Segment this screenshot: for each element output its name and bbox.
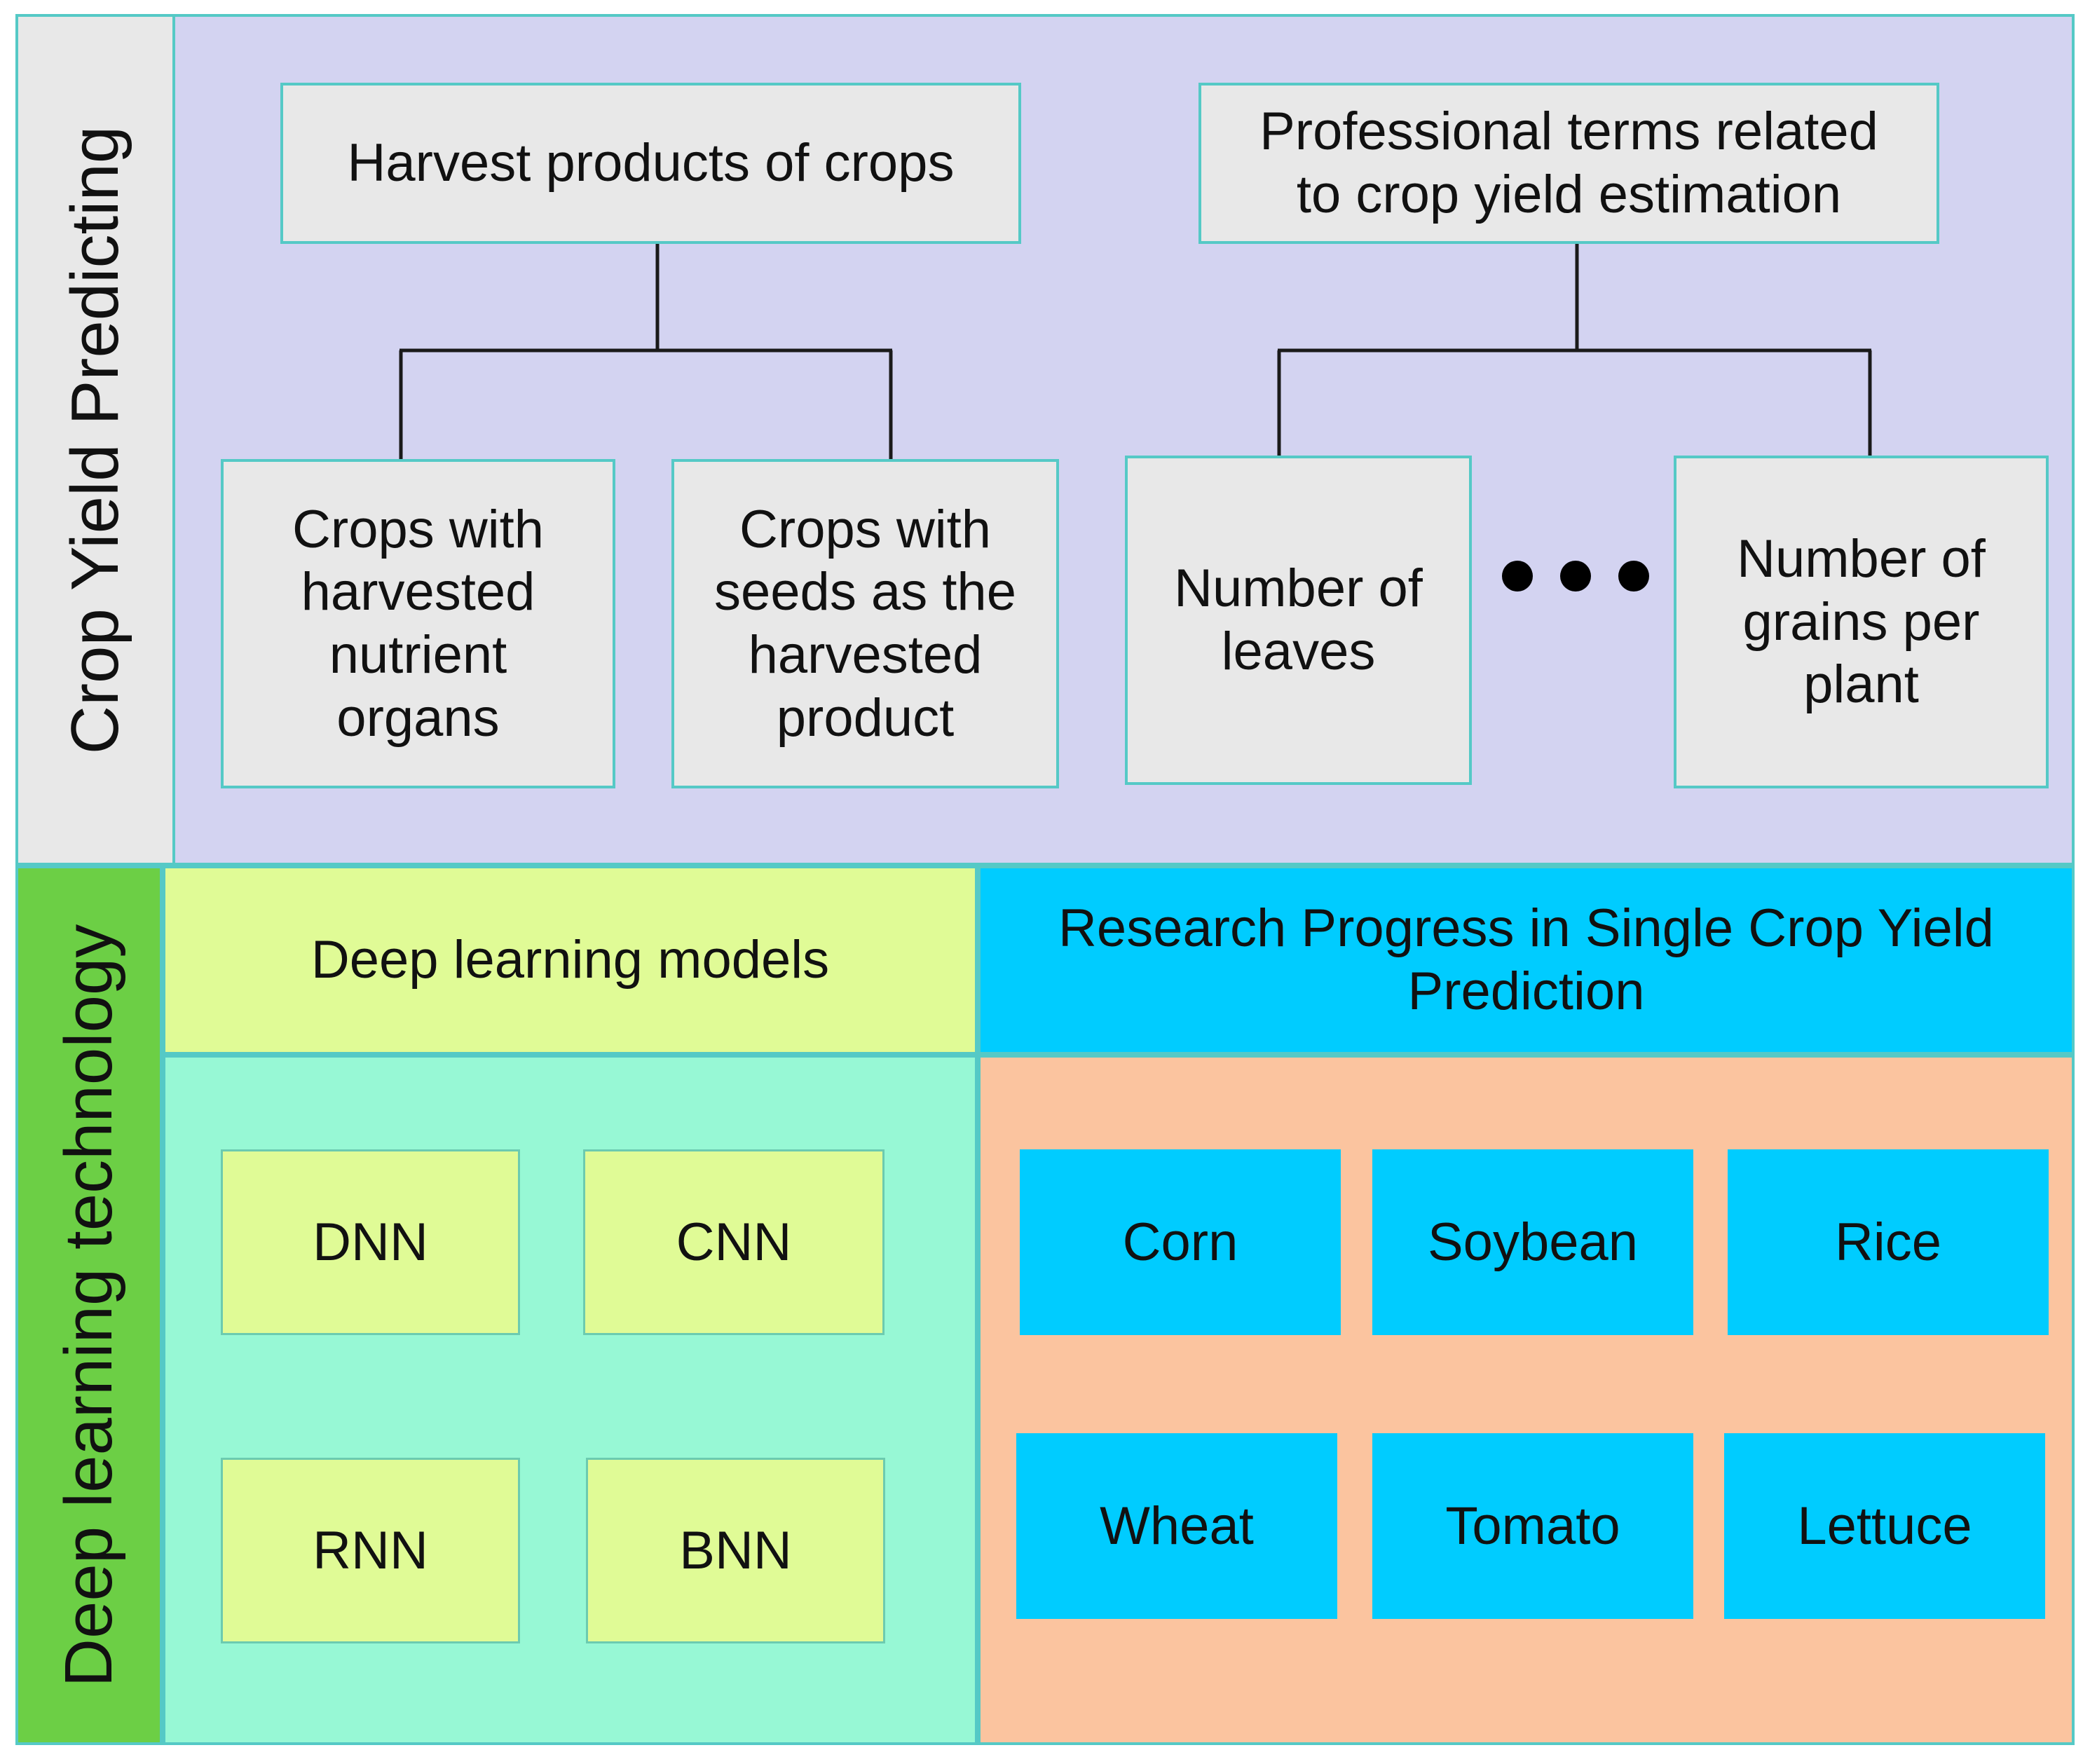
- grains-per-plant-box: Number of grains per plant: [1674, 456, 2049, 788]
- model-cnn-label: CNN: [676, 1212, 792, 1272]
- dl-models-header: Deep learning models: [163, 866, 978, 1055]
- harvest-products-label: Harvest products of crops: [347, 133, 955, 193]
- terms-connector: [1277, 244, 1872, 456]
- deep-learning-side-label: Deep learning technology: [51, 924, 126, 1687]
- model-cnn-box: CNN: [583, 1149, 885, 1335]
- crop-soybean-box: Soybean: [1372, 1149, 1693, 1335]
- professional-terms-label: Professional terms related to crop yield…: [1259, 102, 1878, 224]
- crop-rice-label: Rice: [1834, 1212, 1942, 1272]
- model-dnn-box: DNN: [221, 1149, 520, 1335]
- crop-tomato-box: Tomato: [1372, 1433, 1693, 1619]
- dl-models-title: Deep learning models: [310, 930, 830, 990]
- research-progress-title: Research Progress in Single Crop Yield P…: [1058, 898, 1994, 1021]
- crop-wheat-box: Wheat: [1016, 1433, 1337, 1619]
- grains-per-plant-label: Number of grains per plant: [1737, 528, 1986, 715]
- deep-learning-side-header: Deep learning technology: [15, 866, 163, 1745]
- ellipsis-dot: [1618, 561, 1649, 592]
- professional-terms-box: Professional terms related to crop yield…: [1198, 83, 1939, 244]
- number-of-leaves-box: Number of leaves: [1125, 456, 1472, 785]
- crop-rice-box: Rice: [1728, 1149, 2049, 1335]
- crop-corn-label: Corn: [1122, 1212, 1238, 1272]
- model-rnn-label: RNN: [313, 1520, 428, 1580]
- crop-lettuce-label: Lettuce: [1797, 1496, 1972, 1556]
- nutrient-organs-label: Crops with harvested nutrient organs: [292, 499, 544, 748]
- model-dnn-label: DNN: [313, 1212, 428, 1272]
- model-bnn-label: BNN: [679, 1520, 792, 1580]
- number-of-leaves-label: Number of leaves: [1174, 559, 1423, 681]
- crop-tomato-label: Tomato: [1445, 1496, 1620, 1556]
- nutrient-organs-box: Crops with harvested nutrient organs: [221, 459, 615, 788]
- seeds-product-box: Crops with seeds as the harvested produc…: [671, 459, 1059, 788]
- crop-soybean-label: Soybean: [1427, 1212, 1639, 1272]
- crop-lettuce-box: Lettuce: [1724, 1433, 2045, 1619]
- crop-wheat-label: Wheat: [1100, 1496, 1254, 1556]
- crop-corn-box: Corn: [1020, 1149, 1341, 1335]
- seeds-product-label: Crops with seeds as the harvested produc…: [714, 499, 1016, 748]
- ellipsis-dot: [1502, 561, 1533, 592]
- research-progress-header: Research Progress in Single Crop Yield P…: [978, 866, 2075, 1055]
- model-bnn-box: BNN: [586, 1458, 885, 1643]
- harvest-products-box: Harvest products of crops: [280, 83, 1021, 244]
- harvest-connector: [399, 244, 893, 459]
- model-rnn-box: RNN: [221, 1458, 520, 1643]
- crop-yield-side-header: Crop Yield Predicting: [15, 14, 175, 866]
- ellipsis-dot: [1560, 561, 1591, 592]
